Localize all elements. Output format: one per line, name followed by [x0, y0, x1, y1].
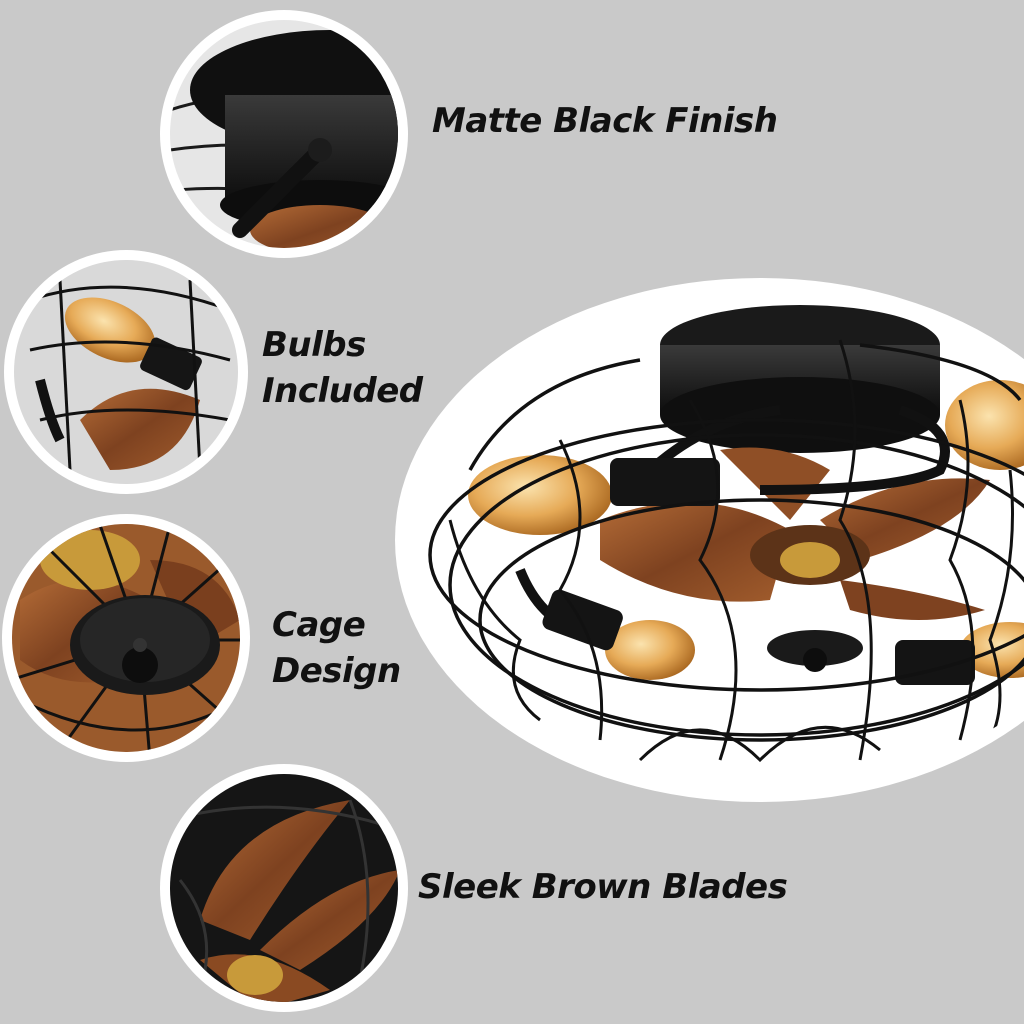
main-product-ceiling-fan — [395, 278, 1024, 802]
detail-circle-matte-finish — [160, 10, 408, 258]
feature-label-line: Design — [272, 651, 401, 691]
feature-label-line: Bulbs — [262, 325, 366, 365]
feature-label-line: Included — [262, 371, 423, 411]
feature-label-bulbs-included: Bulbs Included — [262, 322, 423, 414]
feature-label-cage-design: Cage Design — [272, 602, 401, 694]
feature-label-matte-black-finish: Matte Black Finish — [432, 98, 778, 144]
feature-label-line: Matte Black Finish — [432, 101, 778, 141]
detail-circle-cage — [2, 514, 250, 762]
detail-circle-bulbs — [4, 250, 248, 494]
feature-label-line: Cage — [272, 605, 366, 645]
feature-label-line: Sleek Brown Blades — [418, 867, 788, 907]
feature-label-sleek-brown-blades: Sleek Brown Blades — [418, 864, 788, 910]
detail-circle-blades — [160, 764, 408, 1012]
